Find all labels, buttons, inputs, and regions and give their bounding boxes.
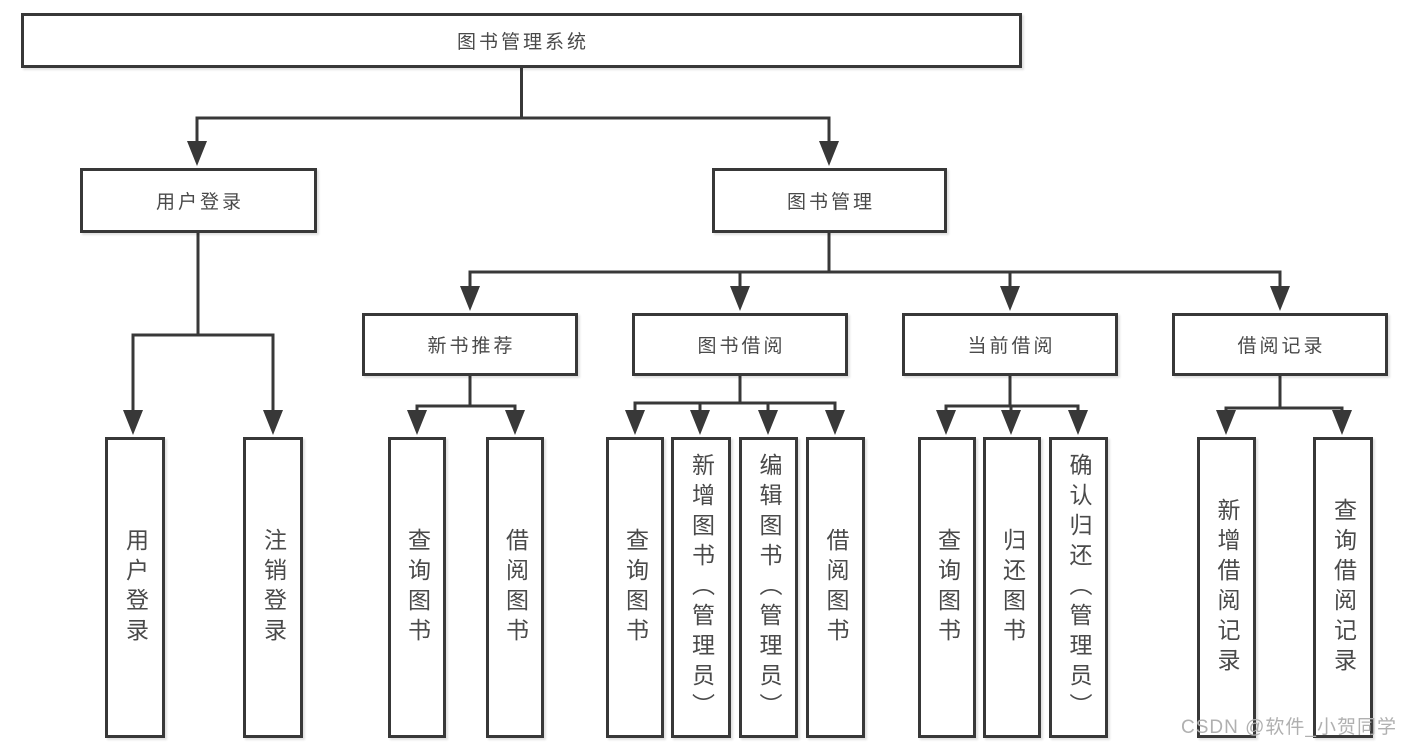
node-label: 新增借阅记录 [1214,497,1240,678]
connector-level3-rail [468,270,1282,294]
node-label: 编辑图书（管理员） [756,452,782,723]
node-label: 图书借阅 [697,336,786,357]
arrow-down-icon [730,286,750,311]
node-leaf-logout: 注销登录 [243,437,303,738]
node-label: 图书管理 [786,192,875,213]
node-label: 用户登录 [122,527,149,648]
arrow-down-icon [460,286,480,311]
node-label: 查询图书 [404,527,431,648]
node-leaf-add-book: 新增图书（管理员） [671,437,731,738]
arrow-down-icon [1001,410,1021,435]
node-system: 图书管理系统 [21,13,1022,68]
arrow-down-icon [263,410,283,435]
node-leaf-edit-book: 编辑图书（管理员） [739,437,798,738]
node-leaf-query-book-3: 查询图书 [918,437,976,738]
connector-level2-rail [195,116,831,148]
node-label: 归还图书 [999,527,1026,648]
node-borrow-record: 借阅记录 [1172,313,1388,376]
node-label: 注销登录 [260,527,287,648]
node-leaf-borrow-book-1: 借阅图书 [486,437,544,738]
node-leaf-query-book-1: 查询图书 [388,437,446,738]
connector-record-rail [1224,406,1344,418]
arrow-down-icon [758,410,778,435]
watermark: CSDN @软件_小贺同学 [1181,717,1397,738]
node-current-borrow: 当前借阅 [902,313,1118,376]
node-label: 查询图书 [934,527,961,648]
node-leaf-add-borrow-record: 新增借阅记录 [1197,437,1256,738]
arrow-down-icon [505,410,525,435]
node-user-login: 用户登录 [80,168,317,233]
arrow-down-icon [187,141,207,166]
connector-borrow-rail [633,401,837,418]
node-label: 图书管理系统 [456,32,589,53]
connector-recommend-rail [415,404,517,418]
arrow-down-icon [1068,410,1088,435]
node-leaf-query-book-2: 查询图书 [606,437,664,738]
arrow-down-icon [936,410,956,435]
node-label: 当前借阅 [967,336,1056,357]
arrow-down-icon [407,410,427,435]
node-label: 查询图书 [622,527,649,648]
node-book-management: 图书管理 [712,168,947,233]
node-leaf-return-book: 归还图书 [983,437,1041,738]
node-leaf-confirm-return: 确认归还（管理员） [1049,437,1108,738]
arrow-down-icon [1332,410,1352,435]
node-label: 借阅记录 [1237,336,1326,357]
connector-current-rail [944,404,1080,418]
arrow-down-icon [1270,286,1290,311]
node-leaf-borrow-book-2: 借阅图书 [806,437,865,738]
node-label: 查询借阅记录 [1330,497,1357,678]
node-book-borrow: 图书借阅 [632,313,848,376]
arrow-down-icon [625,410,645,435]
node-label: 新书推荐 [427,336,516,357]
node-leaf-user-login: 用户登录 [105,437,165,738]
node-label: 借阅图书 [823,527,849,648]
node-label: 借阅图书 [502,527,529,648]
node-label: 新增图书（管理员） [688,452,715,723]
node-leaf-query-borrow-record: 查询借阅记录 [1313,437,1373,738]
arrow-down-icon [690,410,710,435]
node-label: 确认归还（管理员） [1066,452,1092,723]
arrow-down-icon [1000,286,1020,311]
arrow-down-icon [123,410,143,435]
node-new-book-recommend: 新书推荐 [362,313,578,376]
arrow-down-icon [1216,410,1236,435]
node-label: 用户登录 [155,192,244,213]
arrow-down-icon [819,141,839,166]
connector-user-login-rail [131,333,275,418]
arrow-down-icon [825,410,845,435]
